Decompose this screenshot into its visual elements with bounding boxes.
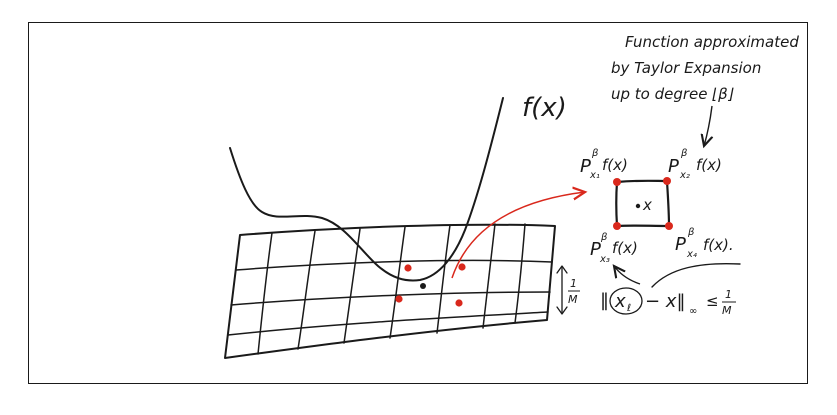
svg-text:x₃: x₃ [599,254,610,265]
zoomed-cell: x [613,177,673,230]
grid-col-line [343,228,361,344]
norm-condition: ‖ x ℓ − x‖ ∞ ≤ 1 M [600,287,736,317]
svg-text:P: P [668,156,679,177]
svg-text:P: P [675,234,686,255]
grid-row-line [230,291,551,306]
corner-label-x4: P β x₄ f(x). [675,227,734,260]
grid-col-line [389,226,406,339]
grid-point-x2 [458,263,466,271]
svg-text:β: β [680,148,688,159]
note-line-2: by Taylor Expansion [611,59,761,77]
svg-text:β: β [600,232,608,243]
function-curve [229,97,504,282]
spacing-denominator: M [568,293,578,306]
svg-text:x₂: x₂ [679,170,690,181]
svg-text:P: P [590,239,601,260]
grid-col-line [297,230,316,350]
grid-outline [224,223,556,359]
svg-text:P: P [580,156,591,177]
note-line-3: up to degree ⌊β⌋ [611,85,734,103]
x3-pointer-arrow [614,266,641,285]
svg-text:x₁: x₁ [589,170,600,181]
note-arrow [704,105,712,146]
cell-corner-x2 [663,177,671,185]
corner-label-x3: P β x₃ f(x) [590,232,638,265]
function-label: f(x) [522,93,567,123]
svg-text:M: M [722,304,732,317]
svg-text:f(x): f(x) [602,156,628,174]
query-point [420,283,426,289]
grid-row-line [227,311,549,336]
spacing-numerator: 1 [570,277,577,290]
cell-corner-x1 [613,178,621,186]
svg-text:ℓ: ℓ [627,303,631,314]
corner-label-x2: P β x₂ f(x) [668,148,722,181]
svg-text:∞: ∞ [689,306,697,317]
corner-label-x1: P β x₁ f(x) [580,148,628,181]
grid-col-line [257,232,273,355]
cell-center-label: x [642,196,652,214]
diagram-frame [28,22,808,384]
grid-spacing-indicator: 1 M [556,265,580,315]
svg-text:x: x [614,291,626,312]
grid-point-x4 [455,299,463,307]
svg-text:− x‖: − x‖ [645,291,685,312]
x4-underline [651,262,741,288]
grid-point-x3 [395,295,403,303]
approximation-note: Function approximated by Taylor Expansio… [611,33,799,146]
grid-point-x1 [404,264,412,272]
svg-text:1: 1 [725,288,732,301]
svg-text:f(x): f(x) [612,239,638,257]
grid-points [395,263,466,307]
cell-corner-x4 [665,222,673,230]
grid-row-line [235,259,553,271]
svg-text:f(x): f(x) [696,156,722,174]
zoom-arrow [451,192,585,279]
svg-text:f(x).: f(x). [703,236,734,254]
svg-text:β: β [687,227,695,238]
note-line-1: Function approximated [625,33,799,51]
grid-surface [224,223,556,359]
svg-text:‖: ‖ [600,290,609,311]
svg-text:≤: ≤ [706,292,719,310]
cell-center-dot [635,203,641,209]
grid-col-line [482,223,496,329]
grid-col-line [514,223,526,324]
grid-col-line [436,224,451,334]
svg-text:β: β [591,148,599,159]
svg-text:x₄: x₄ [686,249,697,260]
cell-corner-x3 [613,222,621,230]
center-circle [609,287,643,315]
